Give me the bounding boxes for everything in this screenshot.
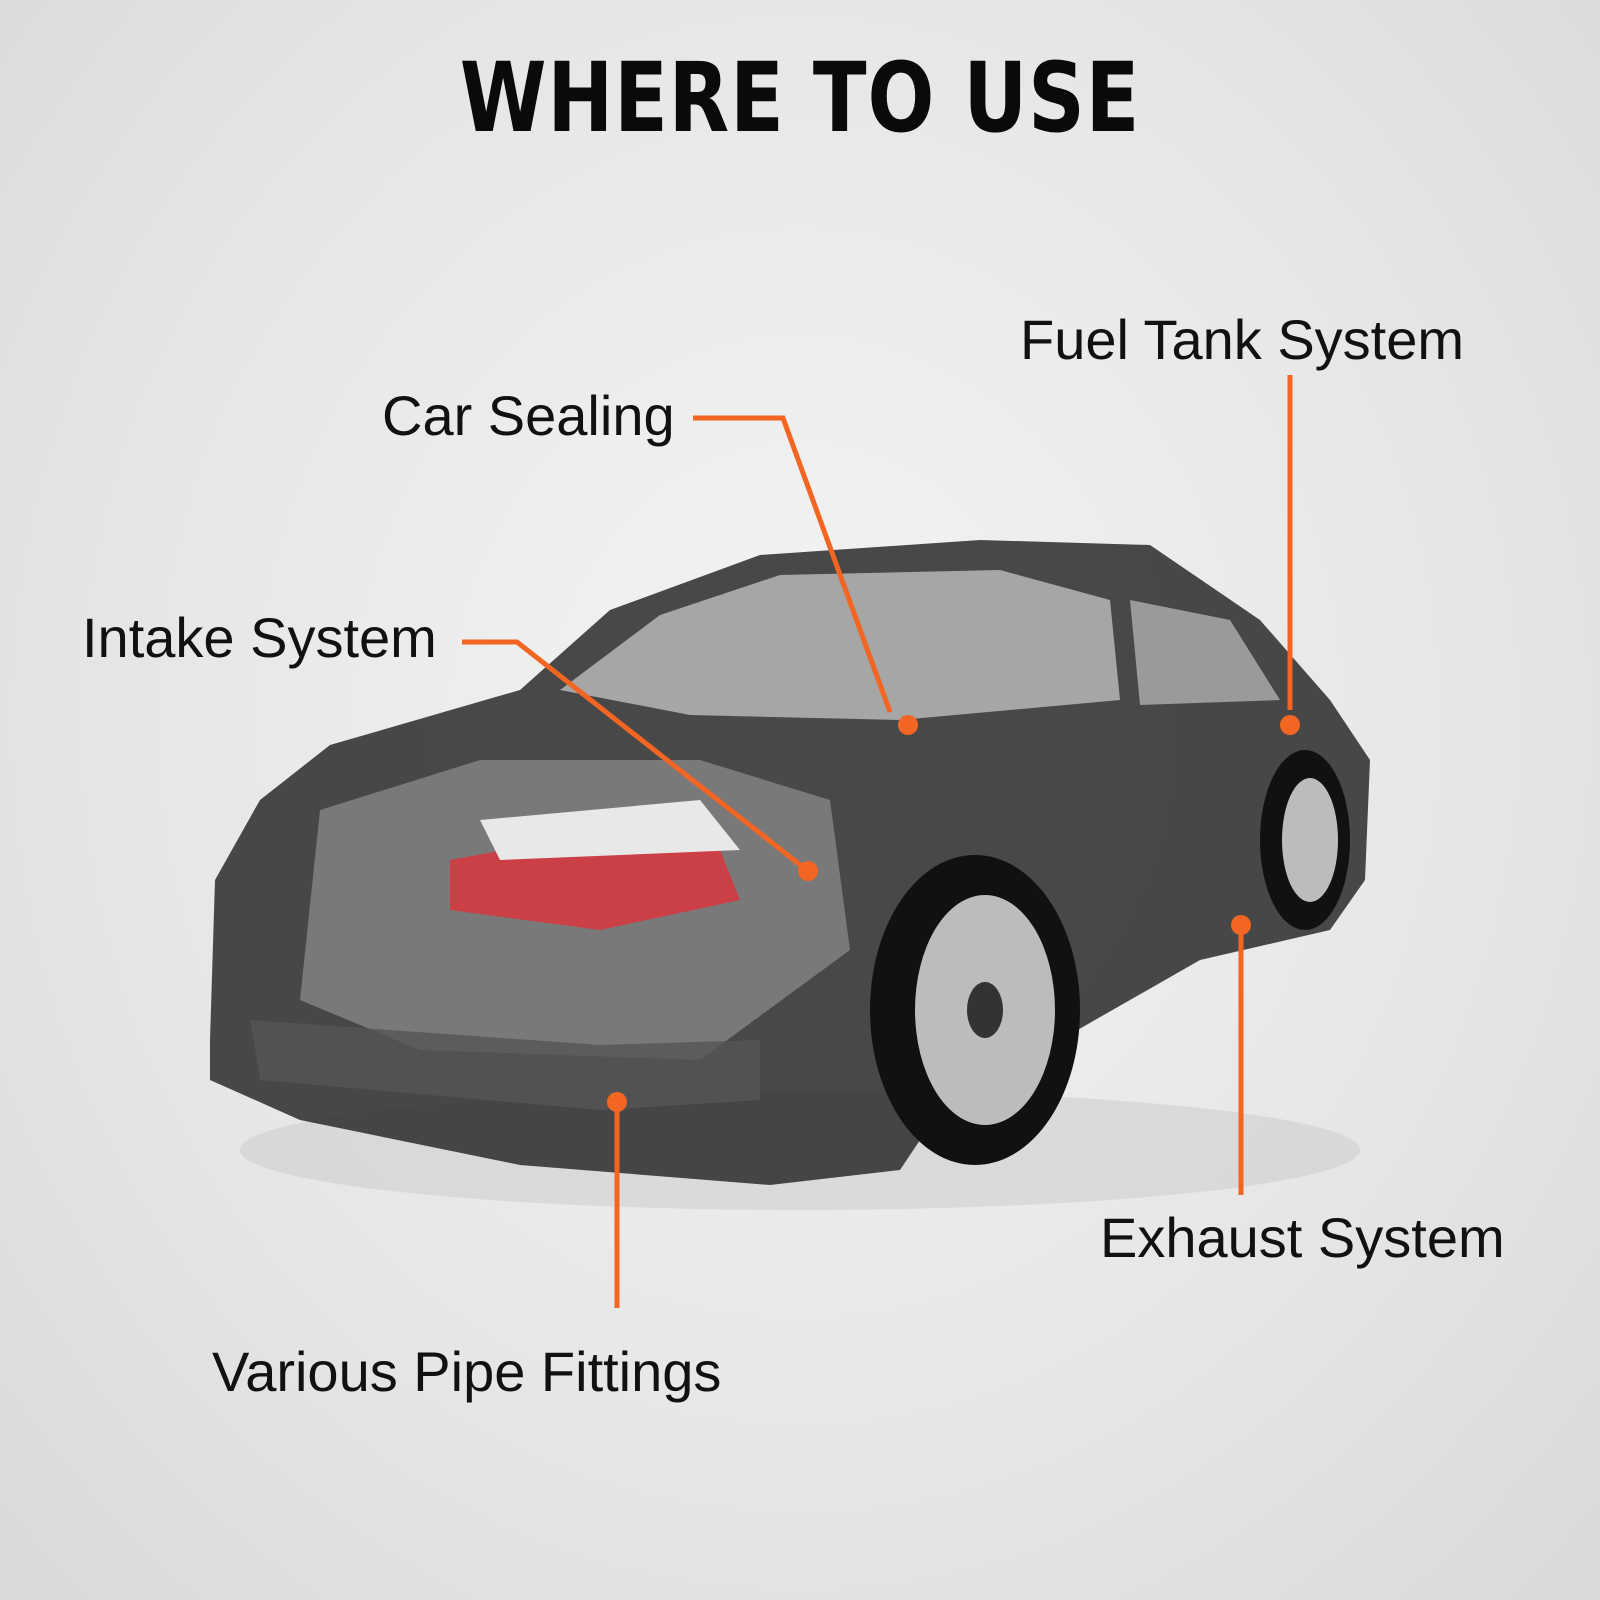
car-sealing-leader-line — [693, 415, 893, 713]
intake-dot — [798, 861, 818, 881]
exhaust-dot — [1231, 915, 1251, 935]
callout-lines — [462, 375, 1293, 1308]
callout-dots — [607, 715, 1300, 1112]
car-sealing-dot — [898, 715, 918, 735]
callout-exhaust-system: Exhaust System — [1100, 1206, 1505, 1269]
callout-intake-system: Intake System — [82, 606, 437, 669]
callout-car-sealing: Car Sealing — [382, 384, 675, 447]
page-title: WHERE TO USE — [459, 42, 1141, 154]
car-image — [210, 540, 1370, 1210]
pipe-fittings-dot — [607, 1092, 627, 1112]
fuel-tank-dot — [1280, 715, 1300, 735]
intake-leader-line — [462, 639, 810, 873]
callout-various-pipe-fittings: Various Pipe Fittings — [212, 1340, 722, 1403]
callout-fuel-tank-system: Fuel Tank System — [1020, 308, 1465, 371]
